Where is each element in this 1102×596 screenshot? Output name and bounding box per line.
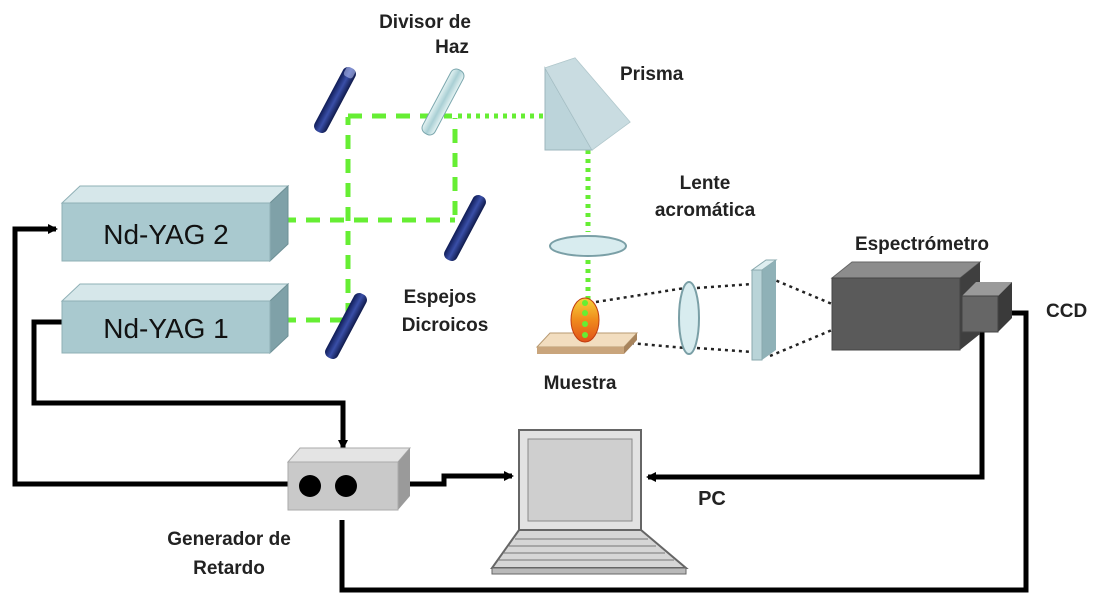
dichroic-mirror-right xyxy=(444,195,486,261)
delay-connector xyxy=(299,475,321,497)
lens-label-line1: Lente xyxy=(680,173,731,194)
ccd xyxy=(961,282,1012,333)
sample xyxy=(535,332,639,354)
spectrometer-label: Espectrómetro xyxy=(855,234,989,255)
splitter-label-line1: Divisor de xyxy=(379,12,471,33)
dichroic-mirror-bottom xyxy=(325,293,367,359)
laser-beams xyxy=(282,113,591,323)
laser1-label: Nd-YAG 1 xyxy=(103,313,229,344)
collection-lens xyxy=(678,281,700,355)
dichroic-mirror-icon xyxy=(325,293,367,359)
delay-label-line1: Generador de xyxy=(167,529,291,550)
delay-generator xyxy=(286,447,412,511)
cables xyxy=(12,224,1029,593)
splitter-label-line2: Haz xyxy=(435,37,469,58)
computer-icon xyxy=(490,429,689,575)
delay-connector xyxy=(335,475,357,497)
optical-filter xyxy=(750,259,778,361)
beam-splitter-icon xyxy=(421,68,465,136)
cable-delay-to-laser2 xyxy=(12,224,294,487)
mirrors-label-line1: Espejos xyxy=(404,287,477,308)
lens-label-line2: acromática xyxy=(655,200,756,221)
dichroic-mirror-icon xyxy=(314,67,356,133)
delay-label-line2: Retardo xyxy=(193,558,265,579)
cable-delay-to-ccd xyxy=(339,308,1029,593)
laser-nd-yag-1: Nd-YAG 1 xyxy=(60,282,290,355)
prism xyxy=(544,57,631,151)
spectrometer xyxy=(830,261,1012,351)
dichroic-mirror-top-left xyxy=(314,66,356,133)
dichroic-mirror-icon xyxy=(444,195,486,261)
prism-label: Prisma xyxy=(620,64,684,85)
cable-laser1-to-delay xyxy=(31,319,348,450)
lens-icon xyxy=(549,235,627,257)
cable-delay-to-pc xyxy=(402,471,514,487)
plasma xyxy=(570,297,600,343)
sample-label: Muestra xyxy=(544,373,617,394)
mirrors-label-line2: Dicroicos xyxy=(402,315,489,336)
beam-splitter xyxy=(421,68,465,136)
pc-label: PC xyxy=(698,488,726,510)
cable-spectrometer-to-pc xyxy=(646,325,985,482)
laser2-label: Nd-YAG 2 xyxy=(103,219,229,250)
ccd-label: CCD xyxy=(1046,301,1087,322)
laser-nd-yag-2: Nd-YAG 2 xyxy=(60,184,290,263)
